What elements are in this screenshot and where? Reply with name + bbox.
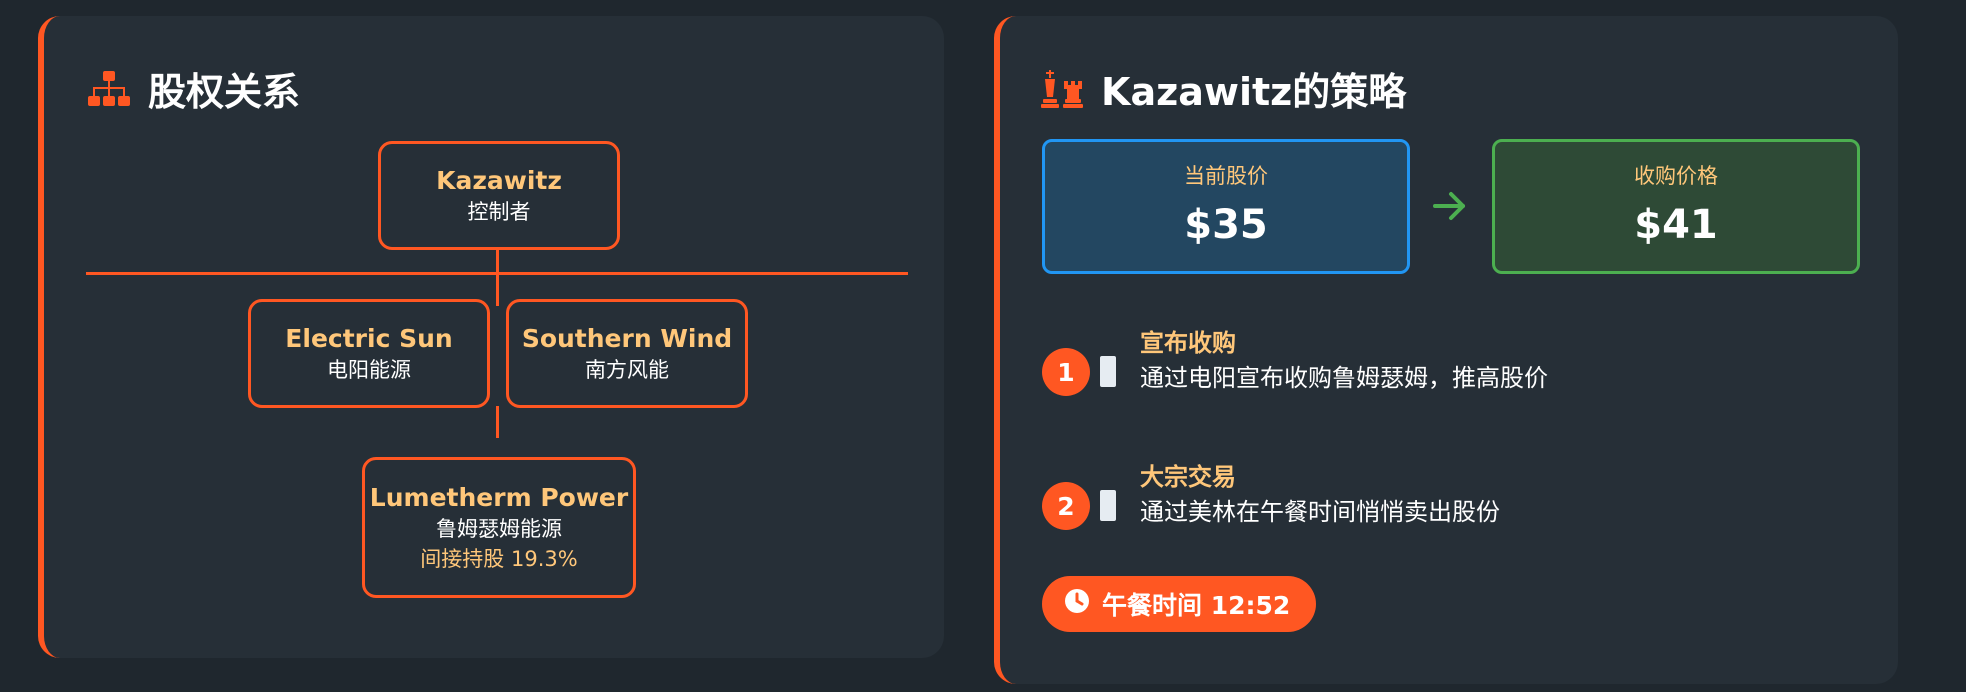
strategy-step: 1 宣布收购 通过电阳宣布收购鲁姆瑟姆，推高股价 (1042, 326, 1548, 396)
equity-title-text: 股权关系 (148, 70, 301, 114)
target-holding: 间接持股 19.3% (420, 546, 578, 571)
lunch-time-label: 午餐时间 12:52 (1102, 591, 1291, 620)
current-price-label: 当前股价 (1184, 164, 1268, 188)
target-cn: 鲁姆瑟姆能源 (436, 516, 562, 541)
offer-price-label: 收购价格 (1634, 164, 1718, 188)
clock-icon (1064, 588, 1090, 620)
subsidiary-name: Electric Sun (285, 323, 453, 353)
strategy-title: Kazawitz的策略 (1039, 61, 1406, 116)
step-description: 通过美林在午餐时间悄悄卖出股份 (1140, 498, 1500, 526)
strategy-card: Kazawitz的策略 当前股价 $35 收购价格 $41 1 宣布收购 通过电… (994, 16, 1898, 684)
current-price-value: $35 (1184, 202, 1268, 248)
controller-name: Kazawitz (436, 165, 562, 195)
strategy-step: 2 大宗交易 通过美林在午餐时间悄悄卖出股份 (1042, 460, 1500, 530)
controller-role: 控制者 (467, 199, 531, 224)
subsidiary-cn: 电阳能源 (327, 357, 411, 382)
sitemap-icon (86, 69, 132, 109)
step-description: 通过电阳宣布收购鲁姆瑟姆，推高股价 (1140, 364, 1548, 392)
equity-title: 股权关系 (86, 61, 300, 116)
offer-price-value: $41 (1634, 202, 1718, 248)
org-node-electric-sun: Electric Sun 电阳能源 (248, 299, 490, 408)
strategy-title-text: Kazawitz的策略 (1101, 70, 1407, 114)
step-number-badge: 2 (1042, 482, 1090, 530)
subsidiary-cn: 南方风能 (585, 357, 669, 382)
org-connector-bottom (496, 406, 499, 438)
org-connector-top (496, 248, 499, 306)
step-title: 大宗交易 (1140, 463, 1236, 491)
equity-card: 股权关系 Kazawitz 控制者 Electric Sun 电阳能源 Sout… (38, 16, 944, 658)
current-price-box: 当前股价 $35 (1042, 139, 1410, 274)
step-marker (1100, 356, 1116, 387)
arrow-right-icon (1432, 188, 1468, 224)
subsidiary-name: Southern Wind (521, 323, 733, 353)
step-marker (1100, 490, 1116, 521)
target-name: Lumetherm Power (369, 482, 629, 512)
org-node-southern-wind: Southern Wind 南方风能 (506, 299, 748, 408)
step-title: 宣布收购 (1140, 329, 1236, 357)
lunch-time-badge: 午餐时间 12:52 (1042, 576, 1317, 632)
chess-icon (1039, 69, 1085, 109)
offer-price-box: 收购价格 $41 (1492, 139, 1860, 274)
step-number-badge: 1 (1042, 348, 1090, 396)
org-node-controller: Kazawitz 控制者 (378, 141, 620, 250)
org-node-lumetherm: Lumetherm Power 鲁姆瑟姆能源 间接持股 19.3% (362, 457, 636, 598)
